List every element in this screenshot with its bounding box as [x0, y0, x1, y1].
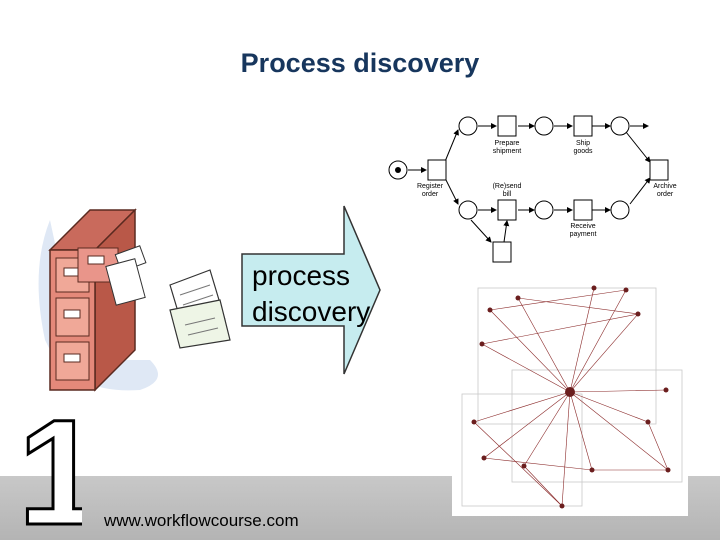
transition-label: goods	[573, 148, 593, 155]
footer-url: www.workflowcourse.com	[104, 511, 299, 530]
transition-label: Receive	[570, 223, 595, 230]
transition-label: payment	[570, 231, 597, 238]
file-cabinet-illustration	[38, 208, 231, 392]
arrow-label: process discovery	[252, 258, 370, 330]
transition-label: Register	[417, 183, 444, 190]
transition-label: order	[657, 191, 674, 198]
petri-net-model: Register order Prepare shipment Ship goo…	[388, 115, 677, 263]
transition-label: (Re)send	[493, 183, 522, 190]
social-network-graph	[452, 270, 688, 516]
transition-label: Archive	[653, 183, 676, 190]
transition-label: shipment	[493, 148, 521, 155]
transition-label: Prepare	[495, 140, 520, 147]
arrow-label-line2: discovery	[252, 296, 371, 327]
process-discovery-arrow	[241, 205, 381, 375]
transition-label: order	[422, 191, 439, 198]
slide-number-glyph: 1	[18, 404, 82, 530]
transition-label: Ship	[576, 140, 590, 147]
slide-title: Process discovery	[240, 48, 480, 78]
slide-number-one: 1	[18, 404, 82, 530]
transition-label: bill	[503, 191, 512, 198]
arrow-label-line1: process	[252, 260, 351, 291]
